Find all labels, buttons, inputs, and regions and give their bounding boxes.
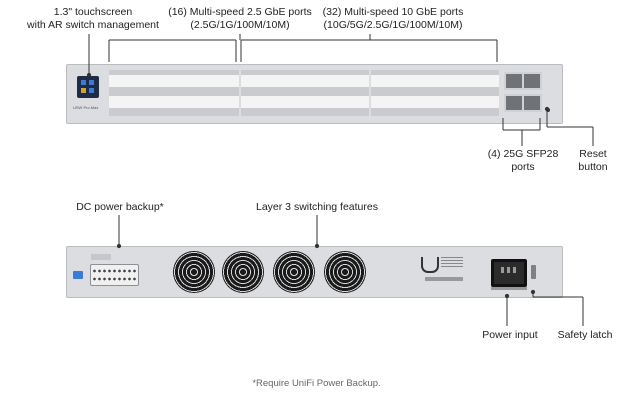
model-text: USW Pro Max	[73, 105, 99, 110]
sfp28-label-line1: (4) 25G SFP28	[487, 148, 559, 160]
safety-latch-label: Safety latch	[557, 329, 613, 341]
ports-10g-label: (32) Multi-speed 10 GbE ports (10G/5G/2.…	[308, 6, 478, 32]
ports-2-5g-label-line1: (16) Multi-speed 2.5 GbE ports	[168, 6, 312, 18]
touchscreen-label-line2: with AR switch management	[27, 19, 159, 31]
cert-marks	[425, 277, 463, 281]
ubiquiti-logo-icon	[421, 257, 439, 273]
ports-10g-block-b	[371, 70, 499, 116]
power-input-label: Power input	[482, 329, 538, 341]
power-rating-text	[491, 287, 527, 290]
ports-10g-label-line2: (10G/5G/2.5G/1G/100M/10M)	[323, 19, 463, 31]
ports-2-5g-label-line2: (2.5G/1G/100M/10M)	[190, 19, 290, 31]
ports-2-5g-block	[109, 70, 239, 116]
switch-front-panel: USW Pro Max	[66, 64, 563, 124]
ground-icon	[73, 271, 83, 279]
ports-10g-block-a	[241, 70, 369, 116]
touchscreen-label: 1.3" touchscreen with AR switch manageme…	[22, 6, 164, 32]
fan-icon	[222, 251, 264, 293]
rj45-ports-2-5g[interactable]	[109, 70, 239, 116]
sfp28-label-line2: ports	[511, 161, 535, 173]
reset-label: Reset button	[570, 148, 616, 174]
ports-10g-label-line1: (32) Multi-speed 10 GbE ports	[322, 6, 464, 18]
touchscreen-icon[interactable]	[77, 76, 99, 98]
reset-label-line2: button	[578, 161, 608, 173]
fan-icon	[173, 251, 215, 293]
safety-latch[interactable]	[531, 265, 536, 279]
ports-2-5g-label: (16) Multi-speed 2.5 GbE ports (2.5G/1G/…	[150, 6, 330, 32]
sfp28-label: (4) 25G SFP28 ports	[478, 148, 568, 174]
rj45-ports-10g-b[interactable]	[371, 70, 499, 116]
fan-icon	[324, 251, 366, 293]
dc-label-sticker	[91, 254, 111, 260]
dc-power-label: DC power backup*	[76, 201, 164, 213]
reset-label-line1: Reset	[579, 148, 607, 160]
rj45-ports-10g-a[interactable]	[241, 70, 369, 116]
regulatory-info	[441, 257, 463, 269]
dc-power-connector[interactable]	[90, 264, 139, 286]
layer3-label: Layer 3 switching features	[256, 201, 378, 213]
footnote: *Require UniFi Power Backup.	[252, 378, 381, 389]
switch-rear-panel	[66, 246, 563, 298]
touchscreen-label-line1: 1.3" touchscreen	[53, 6, 133, 18]
power-socket-icon[interactable]	[491, 259, 527, 287]
sfp28-ports[interactable]	[504, 72, 542, 112]
reset-button[interactable]	[546, 108, 550, 112]
fan-icon	[273, 251, 315, 293]
